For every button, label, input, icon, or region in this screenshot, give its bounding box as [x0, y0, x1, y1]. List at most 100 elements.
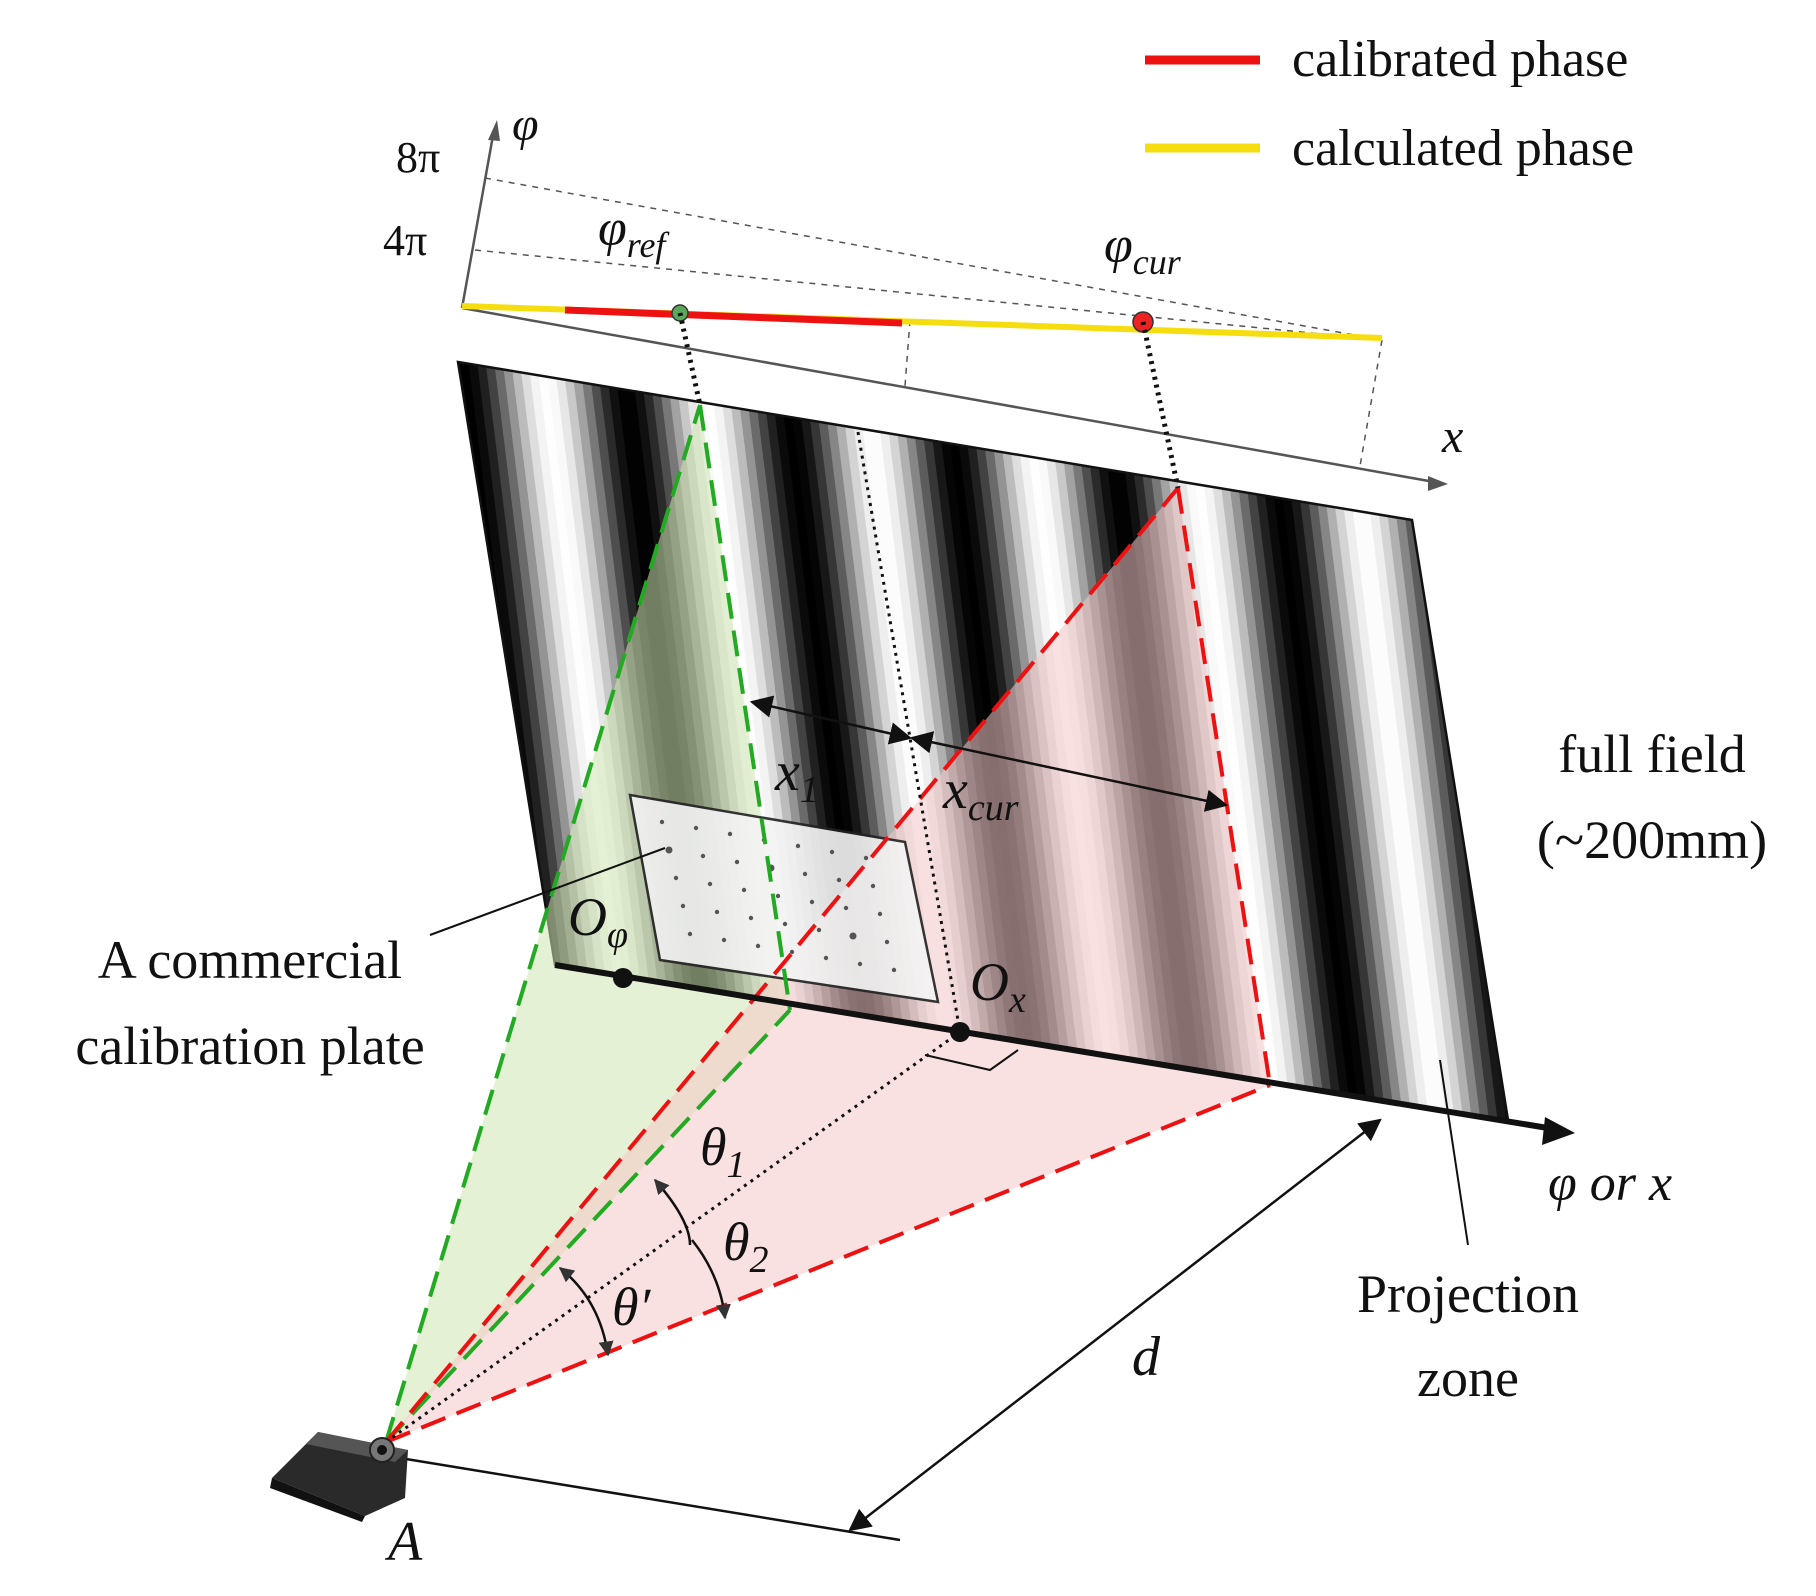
projection-zone-label-line1: Projection: [1357, 1264, 1579, 1324]
calibration-plate-label-line1: A commercial: [98, 930, 402, 990]
plate-dot: [823, 955, 829, 961]
fringe-stripe: [1245, 362, 1356, 1120]
theta-prime-label: θ′: [612, 1277, 652, 1337]
plate-dot: [870, 883, 876, 889]
grid-8pi: [484, 177, 1383, 341]
fringe-stripe: [1322, 362, 1433, 1120]
legend-label-calculated: calculated phase: [1292, 120, 1634, 177]
fringe-stripe: [1237, 362, 1347, 1120]
fringe-stripe: [1177, 362, 1287, 1120]
plate-dot: [877, 911, 883, 917]
x1-label: x1: [774, 741, 819, 811]
phi-cur-label: φcur: [1104, 217, 1182, 282]
plate-dot: [665, 846, 673, 854]
fringe-stripe: [1340, 362, 1450, 1120]
plate-dot: [700, 853, 706, 859]
projection-zone-leader-line: [1439, 1059, 1469, 1246]
plate-dot: [673, 875, 679, 881]
theta2-label: θ2: [723, 1212, 769, 1281]
green-edge-left: [384, 404, 702, 1443]
o-phi-label: Oφ: [568, 887, 628, 956]
phi-cur-dotted: [1140, 321, 1181, 489]
plate-dot: [741, 887, 747, 893]
fringe-stripe: [1211, 362, 1321, 1120]
right-angle-mark: [924, 1049, 1019, 1072]
plate-dot: [680, 903, 686, 909]
phase-drop-mid: [904, 319, 911, 387]
green-edge-right: [384, 1008, 792, 1444]
fringe-stripe: [1348, 362, 1459, 1120]
theta1-arc: [654, 1178, 692, 1246]
projection-zone-label-line2: zone: [1417, 1348, 1519, 1408]
calibration-plate-label-line2: calibration plate: [75, 1016, 424, 1076]
plate-dot: [714, 909, 720, 915]
plate-dot: [795, 843, 801, 849]
calibrated-phase-line: [564, 306, 903, 327]
plate-dot: [857, 961, 863, 967]
projector-point-label: A: [384, 1511, 423, 1573]
plate-dot: [809, 899, 815, 905]
plate-dot: [707, 881, 713, 887]
fringe-stripe: [1382, 362, 1493, 1120]
projection-edges: [384, 404, 1272, 1444]
plate-dot: [659, 819, 665, 825]
screen-axis-label: φ or x: [1548, 1155, 1672, 1212]
plate-dot: [884, 939, 890, 945]
theta1-label: θ1: [700, 1117, 746, 1186]
full-field-label-line1: full field: [1558, 724, 1745, 784]
legend: calibrated phase calculated phase: [1145, 31, 1634, 177]
plate-dot: [802, 871, 808, 877]
plate-dot: [755, 943, 761, 949]
theta2-arc: [691, 1239, 731, 1320]
plate-dot: [782, 921, 788, 927]
phase-axis-label: φ: [512, 98, 539, 151]
plate-dot: [748, 915, 754, 921]
fringe-stripe: [1271, 362, 1381, 1120]
calibration-plate-dots: [659, 819, 897, 973]
plate-dot: [843, 905, 849, 911]
calibration-plate: [628, 793, 940, 1004]
fringe-stripe: [1280, 362, 1390, 1120]
distance-label: d: [1132, 1326, 1161, 1388]
plate-leader-line: [429, 847, 666, 936]
plate-dot: [829, 849, 835, 855]
fringe-stripe: [1288, 362, 1399, 1120]
red-edge-left: [384, 486, 1180, 1444]
red-edge-screen: [1176, 487, 1272, 1086]
fringe-stripe: [1262, 362, 1373, 1120]
phase-x-axis-label: x: [1441, 410, 1463, 463]
plate-dot: [789, 949, 795, 955]
x1-dimension: [749, 695, 913, 745]
phase-y-axis: [460, 129, 496, 309]
fringe-stripe: [1305, 362, 1416, 1120]
theta-prime-arc: [558, 1267, 614, 1357]
optical-axis: [385, 1030, 961, 1444]
grid-4pi: [474, 249, 1383, 341]
plate-dot: [687, 931, 693, 937]
plate-dot: [693, 825, 699, 831]
fringe-stripe: [1202, 362, 1313, 1120]
xcur-dimension: [909, 731, 1229, 812]
fringe-stripe: [1374, 362, 1484, 1120]
plate-dot: [863, 855, 869, 861]
fringe-stripe: [1185, 362, 1296, 1120]
tick-8pi: 8π: [396, 133, 440, 182]
red-edge-right: [385, 1083, 1271, 1444]
tick-4pi: 4π: [383, 216, 427, 265]
fringe-stripe: [1254, 362, 1364, 1120]
o-phi-point: [613, 968, 633, 988]
o-x-label: Ox: [970, 952, 1026, 1021]
o-x-point: [950, 1022, 970, 1042]
fringe-stripe: [1365, 362, 1476, 1120]
d-dimension: [848, 1118, 1382, 1532]
phi-ref-dotted: [677, 312, 703, 406]
plate-dot: [891, 967, 897, 973]
screen-axis-line: [554, 962, 1561, 1133]
d-extension-line: [399, 1456, 901, 1542]
plate-dot: [816, 927, 822, 933]
phase-x-axis: [461, 306, 1441, 485]
fringe-stripe: [1228, 362, 1339, 1120]
phase-axis: [460, 120, 1448, 491]
